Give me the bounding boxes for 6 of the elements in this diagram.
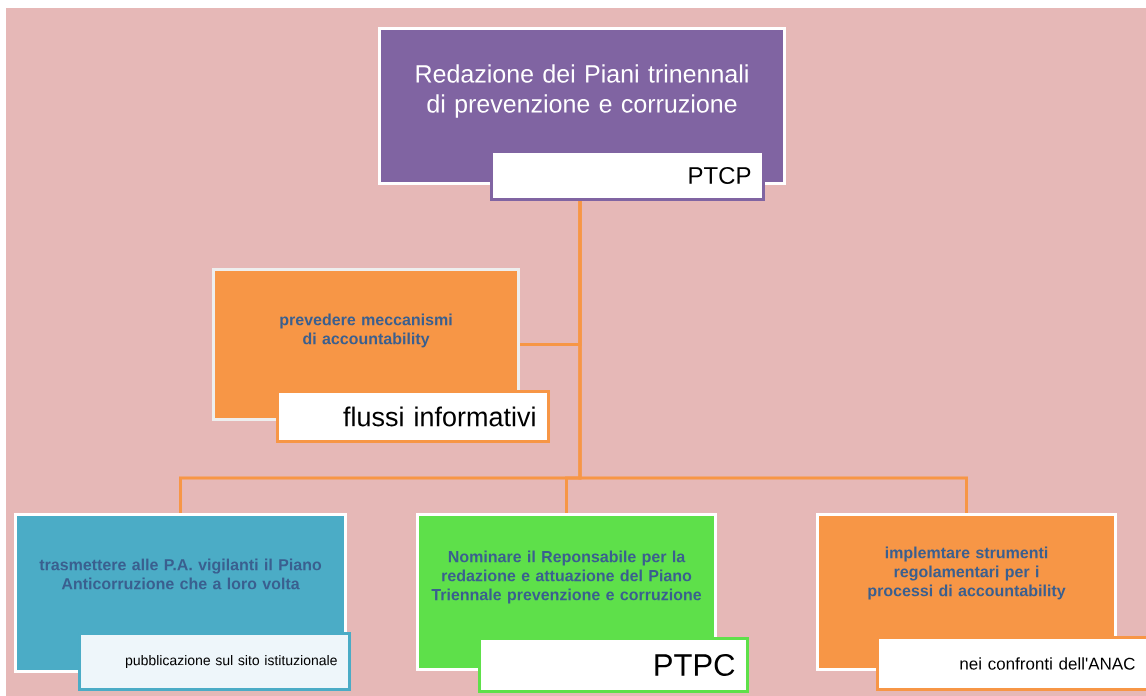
label-box: nei confronti dell'ANAC <box>876 636 1146 691</box>
label-box: PTCP <box>490 150 765 201</box>
connector-line <box>578 201 968 513</box>
label-box: PTPC <box>478 637 749 693</box>
label-box: pubblicazione sul sito istituzionale <box>78 632 351 691</box>
label-box: flussi informativi <box>276 390 550 443</box>
